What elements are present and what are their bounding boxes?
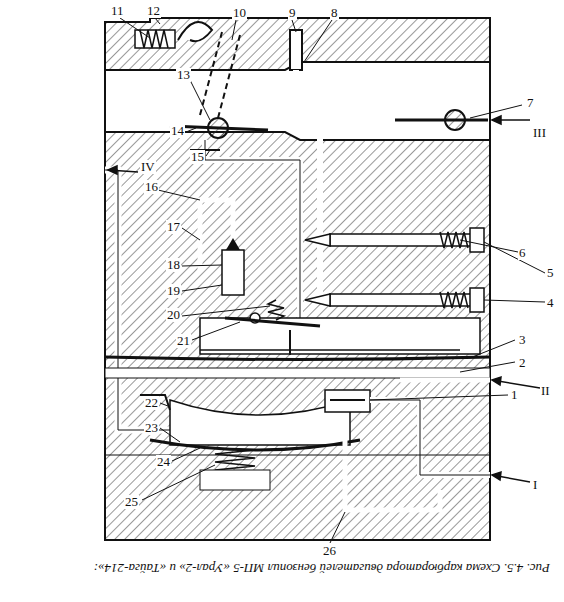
- callout-number: 3: [518, 333, 527, 347]
- callout-number: 9: [288, 6, 297, 20]
- callout-number: 1: [510, 388, 519, 402]
- callout-number: 14: [170, 124, 185, 138]
- roman-flow-mark: IV: [140, 160, 156, 174]
- callout-number: 17: [166, 220, 181, 234]
- callout-number: 20: [166, 308, 181, 322]
- callout-number: 13: [176, 68, 191, 82]
- arrows: [108, 116, 540, 482]
- callout-number: 10: [232, 6, 247, 20]
- callout-number: 18: [166, 258, 181, 272]
- roman-flow-mark: I: [532, 478, 538, 492]
- callout-number: 7: [526, 96, 535, 110]
- callout-number: 19: [166, 284, 181, 298]
- roman-flow-mark: II: [540, 384, 551, 398]
- callout-number: 24: [156, 455, 171, 469]
- callout-number: 21: [176, 334, 191, 348]
- callout-number: 23: [144, 421, 159, 435]
- callout-number: 8: [330, 6, 339, 20]
- callout-number: 22: [144, 396, 159, 410]
- callout-number: 16: [144, 180, 159, 194]
- callout-number: 12: [146, 4, 161, 18]
- callout-number: 11: [110, 4, 125, 18]
- callout-number: 6: [518, 246, 527, 260]
- carburetor-body: [105, 18, 490, 540]
- callout-number: 26: [322, 544, 337, 558]
- roman-flow-mark: III: [532, 126, 547, 140]
- callout-number: 25: [124, 495, 139, 509]
- callout-number: 15: [190, 150, 205, 164]
- figure-caption: Рис. 4.5. Схема карбюратора двигателей б…: [70, 560, 550, 577]
- callout-number: 2: [518, 356, 527, 370]
- leader-lines: [120, 18, 545, 543]
- callout-number: 4: [546, 296, 555, 310]
- callout-number: 5: [546, 266, 555, 280]
